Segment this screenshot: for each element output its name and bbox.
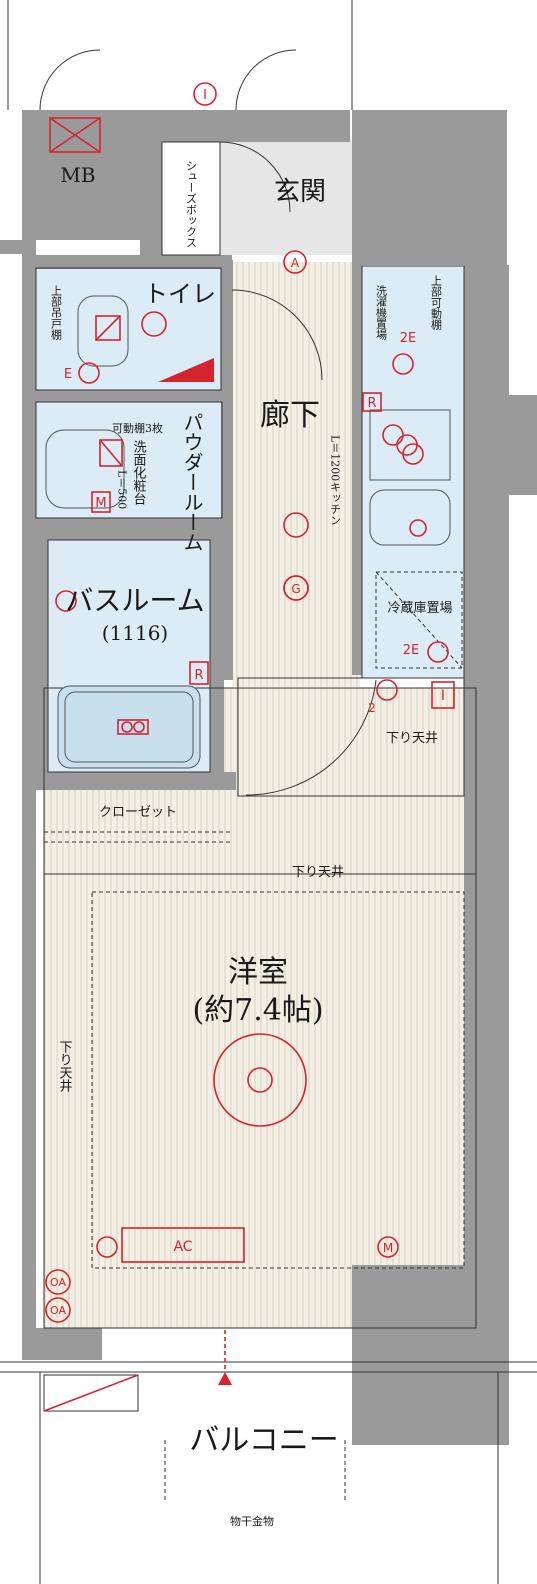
entry-doors xyxy=(7,0,377,796)
kitchen-floor xyxy=(360,266,464,678)
floor-areas xyxy=(35,140,476,1328)
bath-size-label: (1116) xyxy=(102,621,169,645)
outlines xyxy=(0,141,537,1584)
g-marker-circle xyxy=(283,575,309,601)
western-room-label: 洋室 xyxy=(228,955,288,990)
genkan-label: 玄関 xyxy=(274,177,326,207)
closet-label: クローゼット xyxy=(99,805,177,820)
corridor-label: 廊下 xyxy=(260,398,320,433)
western-size-label: (約7.4帖) xyxy=(192,993,323,1028)
kitchen-label: L＝1200キッチン xyxy=(329,435,342,525)
lowered-ceiling-label-2: 下り天井 xyxy=(292,865,344,880)
oa-letter-1: OA xyxy=(50,1276,66,1289)
r-letter-bath: R xyxy=(194,668,203,683)
vanity-label: 洗面化粧台 xyxy=(131,440,147,505)
toilet-tank-mark xyxy=(158,358,214,382)
upper-cabinet-label: 上部吊戸棚 xyxy=(50,285,63,341)
two-letter: 2 xyxy=(368,701,376,715)
m-letter-box: M xyxy=(95,496,106,511)
corridor-floor xyxy=(232,262,360,687)
i-letter-box: I xyxy=(441,688,445,704)
m-box xyxy=(91,491,111,513)
outlets xyxy=(45,353,449,1323)
a-letter: A xyxy=(291,256,300,270)
vanity-fixture xyxy=(45,429,125,509)
corridor-light-1 xyxy=(283,512,309,538)
fridge-label: 冷蔵庫置場 xyxy=(387,601,452,616)
genkan-floor xyxy=(220,140,355,255)
bathtub xyxy=(57,685,201,769)
laundry-label: 洗濯機置場 xyxy=(375,285,388,341)
g-letter: G xyxy=(291,582,300,596)
upper-movable-shelf-label: 上部可動棚 xyxy=(430,275,443,331)
r-box-kitchen xyxy=(362,392,382,412)
vanity-width-label: L＝500 xyxy=(116,470,129,509)
movable-shelf-label: 可動棚3枚 xyxy=(112,421,163,435)
a-marker xyxy=(283,250,307,274)
toilet-label: トイレ xyxy=(144,280,216,308)
mb-label: MB xyxy=(60,163,95,187)
r-letter-kitchen: R xyxy=(367,396,376,411)
r-box-bath xyxy=(189,661,209,685)
intercom-marker-top xyxy=(193,82,217,106)
oa-letter-2: OA xyxy=(50,1304,66,1317)
intercom-letter-top: I xyxy=(203,88,207,103)
powder-room-label: パウダールーム xyxy=(180,412,204,552)
ac-letter: AC xyxy=(173,1239,192,1255)
balcony-marks xyxy=(43,1330,346,1500)
closet-floor xyxy=(44,792,232,874)
lowered-ceiling-label-3: 下り天井 xyxy=(57,1040,73,1093)
i-box xyxy=(431,681,455,709)
toilet-fixture xyxy=(77,295,214,382)
bath-label: バスルーム xyxy=(65,584,204,617)
lowered-ceiling-label-1: 下り天井 xyxy=(386,731,438,746)
ac-unit xyxy=(121,1227,245,1263)
shoe-box-label: シューズボックス xyxy=(185,160,198,248)
powder-floor xyxy=(35,400,221,518)
m-letter-outlet: M xyxy=(383,1241,393,1255)
laundry-pole-label: 物干金物 xyxy=(230,1514,274,1528)
ceiling-light xyxy=(213,1033,307,1127)
2e-letter-fridge: 2E xyxy=(403,643,420,658)
2e-letter-laundry: 2E xyxy=(400,331,417,346)
balcony-label: バルコニー xyxy=(189,1423,338,1458)
e-letter-toilet: E xyxy=(64,367,72,382)
closet-shelves xyxy=(44,831,476,875)
walls xyxy=(0,110,537,1445)
mb-box xyxy=(49,117,101,153)
